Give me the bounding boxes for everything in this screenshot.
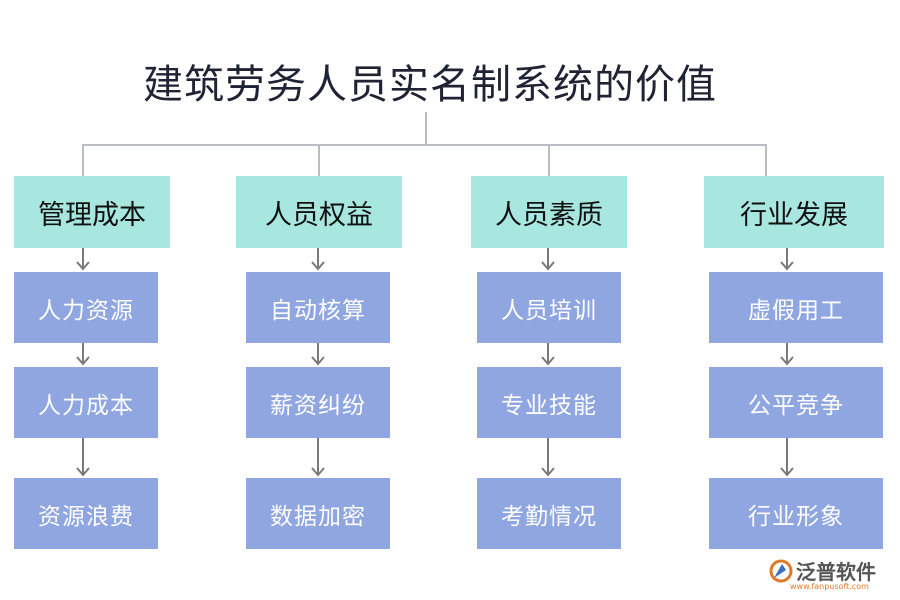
logo-mark-icon	[769, 559, 793, 583]
category-rights: 人员权益	[236, 176, 402, 248]
arrow-down-icon	[541, 343, 555, 366]
item-auto-calc: 自动核算	[246, 272, 390, 343]
connector-drop-1	[82, 144, 84, 176]
item-skills: 专业技能	[477, 367, 621, 438]
item-fair-competition: 公平竞争	[709, 367, 883, 438]
item-industry-image: 行业形象	[709, 478, 883, 549]
arrow-down-icon	[541, 438, 555, 477]
arrow-down-icon	[311, 438, 325, 477]
category-cost: 管理成本	[14, 176, 170, 248]
arrow-down-icon	[311, 248, 325, 271]
connector-drop-2	[318, 144, 320, 176]
logo-name: 泛普软件	[796, 560, 876, 584]
item-encryption: 数据加密	[246, 478, 390, 549]
logo-url: www.fanpusoft.com	[790, 582, 869, 591]
connector-trunk	[425, 112, 427, 145]
item-attendance: 考勤情况	[477, 478, 621, 549]
item-training: 人员培训	[477, 272, 621, 343]
arrow-down-icon	[76, 343, 90, 366]
item-hr-cost: 人力成本	[14, 367, 158, 438]
connector-bar	[82, 144, 767, 146]
item-fake-employment: 虚假用工	[709, 272, 883, 343]
arrow-down-icon	[780, 438, 794, 477]
arrow-down-icon	[76, 438, 90, 477]
arrow-down-icon	[780, 248, 794, 271]
item-salary-dispute: 薪资纠纷	[246, 367, 390, 438]
arrow-down-icon	[541, 248, 555, 271]
item-waste: 资源浪费	[14, 478, 158, 549]
arrow-down-icon	[780, 343, 794, 366]
item-hr: 人力资源	[14, 272, 158, 343]
brand-logo: 泛普软件 www.fanpusoft.com	[768, 556, 896, 596]
category-quality: 人员素质	[471, 176, 627, 248]
connector-drop-3	[548, 144, 550, 176]
diagram-title: 建筑劳务人员实名制系统的价值	[143, 62, 717, 108]
connector-drop-4	[765, 144, 767, 176]
category-industry: 行业发展	[704, 176, 884, 248]
arrow-down-icon	[76, 248, 90, 271]
arrow-down-icon	[311, 343, 325, 366]
